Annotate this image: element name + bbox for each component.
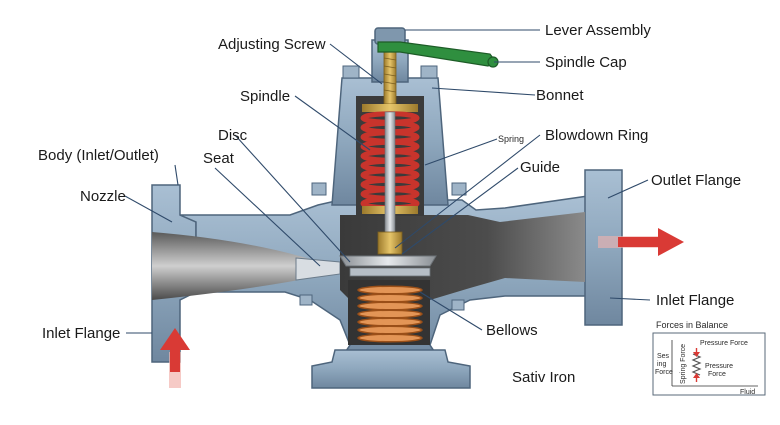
bellows <box>357 285 423 343</box>
inset-arrow-down <box>693 352 700 357</box>
bolt <box>299 294 313 306</box>
inlet-flow-arrow <box>160 328 190 388</box>
inset-fluid: Fluid <box>740 389 755 396</box>
inset-title: Forces in Balance <box>656 320 728 330</box>
inset-side-label-1: Ses <box>657 353 670 360</box>
label-inlet-flange-right: Inlet Flange <box>656 292 734 309</box>
inset-spring-icon <box>691 353 702 376</box>
label-guide: Guide <box>520 159 560 176</box>
inset-side-label-2: ing <box>657 361 666 368</box>
lever <box>377 41 499 68</box>
label-body: Body (Inlet/Outlet) <box>38 147 159 164</box>
bolt <box>311 182 327 196</box>
inset-spring-force-vertical: Spring Force <box>680 344 687 384</box>
bellows-ring <box>357 293 423 303</box>
inset-pressure-force-top: Pressure Force <box>700 340 748 347</box>
inlet-bore <box>152 232 320 300</box>
bellows-ring <box>357 301 423 311</box>
disc <box>339 255 437 267</box>
label-spring: Spring <box>498 134 524 144</box>
label-material: Sativ Iron <box>512 369 575 386</box>
label-lever-assembly: Lever Assembly <box>545 22 651 39</box>
label-bonnet: Bonnet <box>536 87 584 104</box>
adjusting-screw <box>383 51 397 105</box>
label-spindle: Spindle <box>240 88 290 105</box>
inset-side-label-3: Force <box>655 369 673 376</box>
bellows-ring <box>357 309 423 319</box>
bellows-ring <box>357 325 423 335</box>
label-outlet-flange: Outlet Flange <box>651 172 741 189</box>
guide <box>377 231 403 255</box>
label-adjusting-screw: Adjusting Screw <box>218 36 326 53</box>
bolt <box>451 182 467 196</box>
bellows-ring <box>357 333 423 343</box>
label-disc: Disc <box>218 127 248 144</box>
labels: Lever Assembly Adjusting Screw Spindle C… <box>38 22 741 386</box>
label-bellows: Bellows <box>486 322 538 339</box>
valve-body <box>151 169 623 389</box>
label-spindle-cap: Spindle Cap <box>545 54 627 71</box>
bellows-ring <box>357 285 423 295</box>
blowdown-ring <box>349 267 431 277</box>
inset-pressure-force-right-1: Pressure <box>705 363 733 370</box>
bonnet-nut <box>342 65 360 79</box>
label-blowdown-ring: Blowdown Ring <box>545 127 648 144</box>
inset-arrow-up <box>693 373 700 378</box>
outlet-flow-arrow <box>598 228 684 256</box>
forces-inset: Forces in Balance Pressure Force Ses ing… <box>652 320 766 396</box>
label-seat: Seat <box>203 150 235 167</box>
bellows-ring <box>357 317 423 327</box>
label-nozzle: Nozzle <box>80 188 126 205</box>
bonnet-nut <box>420 65 438 79</box>
inset-pressure-force-right-2: Force <box>708 371 726 378</box>
bolt <box>451 299 465 311</box>
leader-lines <box>124 29 651 334</box>
base-flange-shape <box>311 349 471 389</box>
label-inlet-flange-left: Inlet Flange <box>42 325 120 342</box>
spindle-rod <box>384 111 396 248</box>
